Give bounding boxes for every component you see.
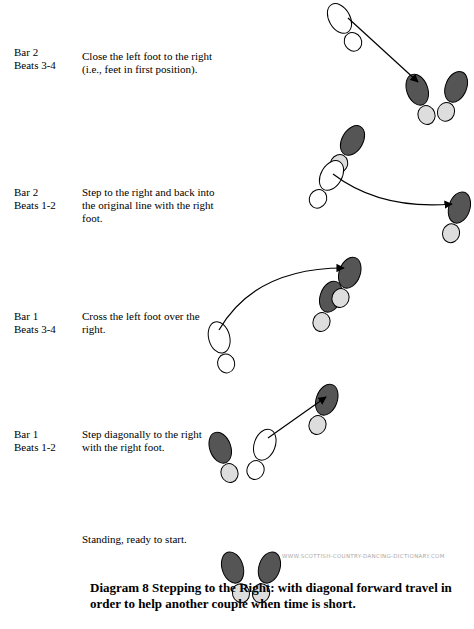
foot-dark (402, 71, 440, 128)
beat-numbers: Beats 3-4 (14, 323, 74, 336)
foot-outline (304, 156, 348, 212)
foot-dark (438, 189, 474, 245)
step-description: Cross the left foot over the right. (82, 310, 222, 336)
bar-number: Bar 1 (14, 428, 74, 441)
step-description: Close the left foot to the right (i.e., … (82, 50, 222, 76)
beat-numbers: Beats 3-4 (14, 59, 74, 72)
foot-dark (327, 254, 365, 311)
watermark: WWW.SCOTTISH-COUNTRY-DANCING-DICTIONARY.… (282, 553, 472, 560)
bar-number: Bar 2 (14, 46, 74, 59)
step-arrow (348, 18, 418, 82)
step-arrow (333, 174, 452, 205)
step-description: Step to the right and back into the orig… (82, 186, 222, 225)
diagram-caption: Diagram 8 Stepping to the Right: with di… (90, 580, 460, 612)
bar-number: Bar 1 (14, 310, 74, 323)
foot-dark (304, 381, 342, 438)
beat-numbers: Beats 1-2 (14, 441, 74, 454)
foot-dark (205, 429, 243, 486)
beat-numbers: Beats 1-2 (14, 199, 74, 212)
foot-outline (322, 0, 366, 55)
step-description: Standing, ready to start. (82, 533, 252, 546)
step-description: Step diagonally to the right with the ri… (82, 428, 222, 454)
step-arrow (219, 268, 344, 330)
foot-dark (433, 68, 472, 125)
step-arrow (268, 397, 326, 438)
foot-outline (242, 426, 280, 483)
bar-number: Bar 2 (14, 186, 74, 199)
foot-outline (205, 319, 239, 375)
